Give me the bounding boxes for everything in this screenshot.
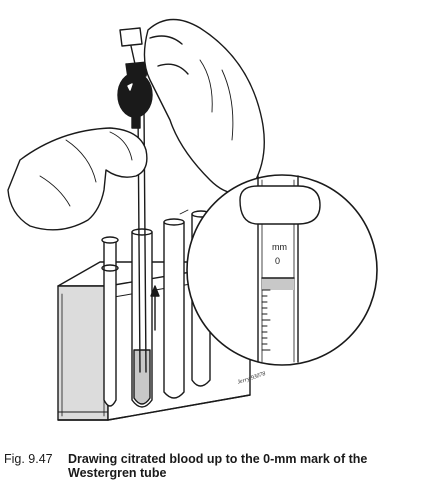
figure-number: Fig. 9.47 (4, 452, 53, 466)
tube-3 (163, 218, 185, 399)
caption-line-2: Westergren tube (68, 466, 167, 480)
magnifier-detail (179, 174, 378, 366)
tube-2 (131, 228, 160, 408)
caption-line-1: Drawing citrated blood up to the 0-mm ma… (68, 452, 368, 466)
magnifier-zero-label: 0 (275, 256, 280, 266)
illustration: mm 0 Jerry 93078 (7, 18, 378, 421)
magnifier-unit-label: mm (272, 242, 287, 252)
figure-caption: Fig. 9.47 Drawing citrated blood up to th… (4, 452, 434, 480)
tube-1 (101, 236, 119, 407)
aspirator-bulb (117, 27, 153, 129)
upper-hand (143, 18, 265, 194)
lower-hand (7, 127, 148, 231)
